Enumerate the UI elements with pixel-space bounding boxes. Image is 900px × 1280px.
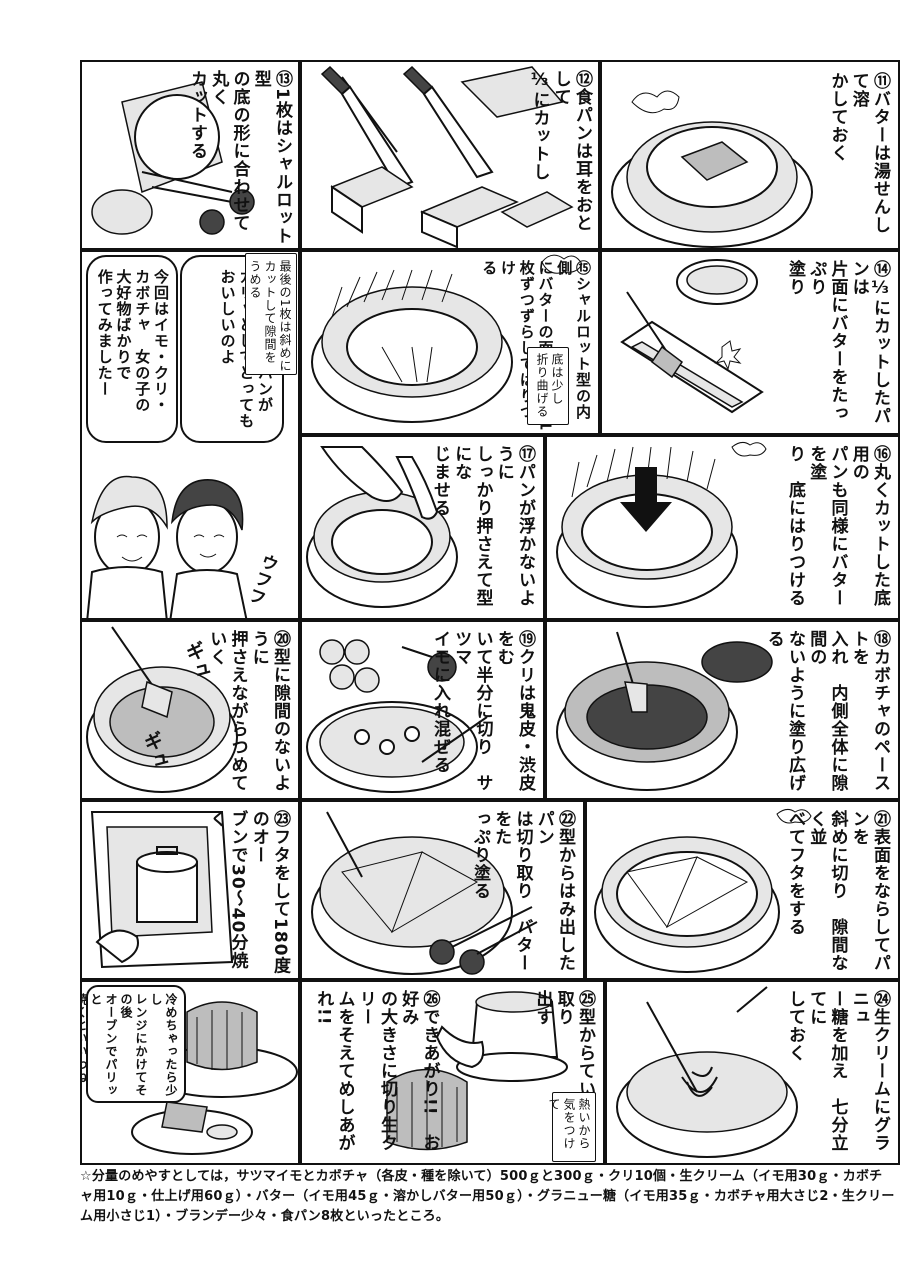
- filling-mold-illustration: [86, 626, 238, 793]
- step-11-text: ⑪バターは湯せんして溶 かしておく: [827, 72, 891, 234]
- chestnuts-bowl-illustration: [306, 639, 488, 793]
- step-20-text: ⑳型に隙間のないように 押さえながらつめていく: [206, 630, 290, 792]
- panel-step-15: ⑮シャルロット型の内側 にバターの面を向けて1 枚ずつずらしてはりつけ る 底は…: [300, 250, 600, 435]
- panel-step-24: ㉔生クリームにグラニュ ー糖を加え 七分立てに しておく: [605, 980, 900, 1165]
- mold-bottom-arrow-illustration: [556, 441, 767, 608]
- panel-step-14: ⑭⅓にカットしたパンは 片面にバターをたっぷり 塗り: [600, 250, 900, 435]
- panel-step-18: ⑱カボチャのペーストを 入れ 内側全体に隙間の ないように塗り広げる: [545, 620, 900, 800]
- step-24-text: ㉔生クリームにグラニュ ー糖を加え 七分立てに しておく: [785, 990, 890, 1152]
- round-bread-scissors-illustration: [91, 81, 255, 235]
- pumpkin-paste-spreading-illustration: [556, 631, 773, 791]
- trimming-bread-illustration: [311, 811, 538, 975]
- step-14-text: ⑭⅓にカットしたパンは 片面にバターをたっぷり 塗り: [785, 260, 890, 425]
- panel-step-22: ㉒型からはみ出したパン は切り取り バターをた っぷり塗る: [300, 800, 585, 980]
- panel-step-12: ⑫食パンは耳をおとして ⅓にカットし: [300, 60, 600, 250]
- step-26-text: ㉖できあがり!! お好み の大きさに切り生クリー ムをそえてめしあがれ!!: [313, 990, 440, 1152]
- butter-brush-illustration: [620, 259, 764, 414]
- panel-step-19: ⑲クリは鬼皮・渋皮をむ いて半分に切り サツマ イモに入れ混ぜる: [300, 620, 545, 800]
- speech-bubble-intro: 今回はイモ・クリ・ カボチャ 女の子の 大好物ばかりで 作ってみましたー: [86, 255, 178, 443]
- oven-baking-illustration: [90, 811, 234, 969]
- speech-reheat-text: 冷めちゃったら少し レンジにかけてその後 オーブンでパリッと 焼くといいわね: [80, 993, 178, 1097]
- step-15-text: ⑮シャルロット型の内側 にバターの面を向けて1 枚ずつずらしてはりつけ る: [480, 260, 592, 432]
- note-hot-text: 熱いから 気をつけて: [547, 1098, 591, 1150]
- panel-step-25-26: ㉕型からていねいに取り 出す ㉖できあがり!! お好み の大きさに切り生クリー …: [300, 980, 605, 1165]
- speech-bubble-reheat: 冷めちゃったら少し レンジにかけてその後 オーブンでパリッと 焼くといいわね: [82, 985, 186, 1103]
- step-13-text: ⑬1枚はシャルロット型 の底の形に合わせて丸く カットする: [187, 70, 292, 245]
- note-bend-text: 底は少し 折り曲げる: [535, 353, 564, 418]
- unmolding-cake-illustration: [386, 991, 568, 1151]
- panel-step-16: ⑯丸くカットした底用の パンも同様にバターを塗 り 底にはりつける: [545, 435, 900, 620]
- ingredients-note: ☆分量のめやすとしては，サツマイモとカボチャ（各皮・種を除いて）500ｇと300…: [80, 1169, 895, 1225]
- note-last-slice-text: 最後の1枚は斜めに カットして隙間を うめる: [248, 260, 292, 373]
- whipping-cream-illustration: [616, 986, 798, 1158]
- note-hot-box: 熱いから 気をつけて: [547, 1092, 596, 1162]
- step-19-text: ⑲クリは鬼皮・渋皮をむ いて半分に切り サツマ イモに入れ混ぜる: [430, 630, 535, 792]
- panel-step-23: ㉓フタをして180度のオー ブンで30〜40分焼く: [80, 800, 300, 980]
- charlotte-mold-lining-illustration: [311, 254, 583, 423]
- bread-slices-knife-illustration: [320, 65, 574, 248]
- bread-lid-illustration: [594, 808, 812, 973]
- step-16-text: ⑯丸くカットした底用の パンも同様にバターを塗 り 底にはりつける: [785, 445, 890, 607]
- panel-finished-cake: 冷めちゃったら少し レンジにかけてその後 オーブンでパリッと 焼くといいわね: [80, 980, 300, 1165]
- step-18-text: ⑱カボチャのペーストを 入れ 内側全体に隙間の ないように塗り広げる: [763, 630, 890, 792]
- melted-butter-bowl-illustration: [611, 90, 813, 248]
- panel-step-20: ⑳型に隙間のないように 押さえながらつめていく ギュ ギュ: [80, 620, 300, 800]
- step-17-text: ⑰パンが浮かないように しっかり押さえて型にな じませる: [430, 445, 535, 607]
- step-23-text: ㉓フタをして180度のオー ブンで30〜40分焼く: [206, 810, 290, 975]
- two-girls-illustration: [86, 475, 248, 618]
- note-last-slice-box: 最後の1枚は斜めに カットして隙間を うめる: [245, 253, 297, 375]
- panel-step-11: ⑪バターは湯せんして溶 かしておく: [600, 60, 900, 250]
- step-22-text: ㉒型からはみ出したパン は切り取り バターをた っぷり塗る: [470, 810, 575, 972]
- panel-step-21: ㉑表面をならしてパンを 斜めに切り 隙間なく並 べてフタをする: [585, 800, 900, 980]
- pressing-bread-hands-illustration: [306, 446, 458, 608]
- sliced-cake-illustration: [131, 1001, 298, 1155]
- panel-step-17: ⑰パンが浮かないように しっかり押さえて型にな じませる: [300, 435, 545, 620]
- step-21-text: ㉑表面をならしてパンを 斜めに切り 隙間なく並 べてフタをする: [785, 810, 890, 972]
- step-12-text: ⑫食パンは耳をおとして ⅓にカットし: [529, 70, 593, 232]
- note-bend-box: 底は少し 折り曲げる: [527, 347, 569, 425]
- speech-intro-text: 今回はイモ・クリ・ カボチャ 女の子の 大好物ばかりで 作ってみましたー: [95, 269, 170, 413]
- panel-step-13: ⑬1枚はシャルロット型 の底の形に合わせて丸く カットする: [80, 60, 300, 250]
